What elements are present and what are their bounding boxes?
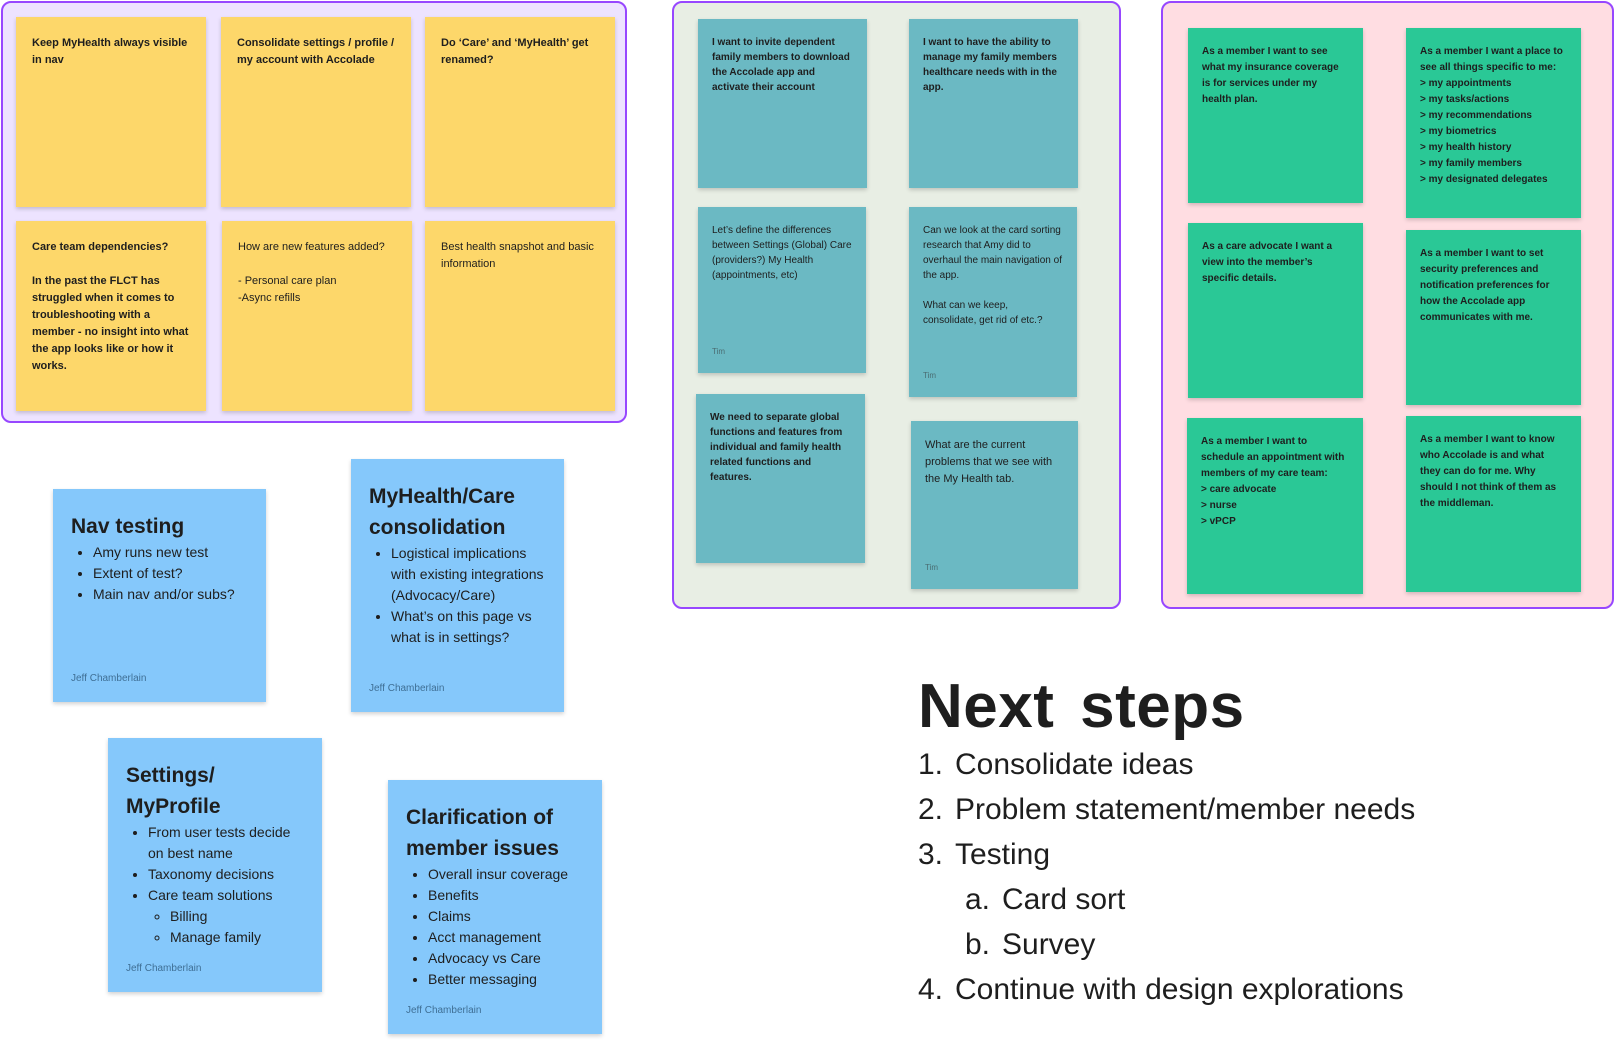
sticky-text: As a member I want to know who Accolade … (1420, 434, 1557, 509)
sticky-note[interactable]: As a member I want to set security prefe… (1406, 230, 1581, 405)
sticky-text: We need to separate global functions and… (710, 412, 843, 483)
next-step-item: 1. Consolidate ideas (918, 742, 1415, 787)
list-item: Better messaging (428, 969, 584, 990)
sticky-text: As a care advocate I want a view into th… (1202, 241, 1333, 284)
next-step-item: 2. Problem statement/member needs (918, 787, 1415, 832)
next-step-item: 3. Testing (918, 832, 1415, 877)
next-steps-title: Next steps (918, 672, 1245, 741)
list-item: Extent of test? (93, 563, 248, 584)
next-step-subitem: a. Card sort (918, 877, 1415, 922)
author-label: Jeff Chamberlain (369, 683, 445, 694)
sticky-note[interactable]: Consolidate settings / profile / my acco… (221, 17, 411, 207)
sticky-note-clarification[interactable]: Clarification of member issues Overall i… (388, 780, 602, 1034)
step-text: Testing (955, 838, 1051, 871)
list-item-label: Care team solutions (148, 887, 273, 903)
sticky-title: Clarification of member issues (406, 806, 559, 860)
sticky-text: Care team dependencies? In the past the … (32, 241, 189, 372)
section-teal[interactable]: I want to invite dependent family member… (672, 1, 1121, 609)
next-step-item: 4. Continue with design explorations (918, 967, 1415, 1012)
sticky-note[interactable]: Do ‘Care’ and ‘MyHealth’ get renamed? (425, 17, 615, 207)
sticky-note-nav-testing[interactable]: Nav testing Amy runs new test Extent of … (53, 489, 266, 702)
list-item: Logistical implications with existing in… (391, 543, 546, 606)
sticky-title: Settings/ MyProfile (126, 764, 221, 818)
step-text: Consolidate ideas (955, 748, 1194, 781)
step-text: Card sort (1002, 883, 1126, 916)
sticky-note[interactable]: As a member I want to know who Accolade … (1406, 416, 1581, 592)
author-label: Tim (923, 371, 937, 380)
list-item: Overall insur coverage (428, 864, 584, 885)
sticky-text: As a member I want to set security prefe… (1420, 248, 1550, 323)
list-item: What’s on this page vs what is in settin… (391, 606, 546, 648)
list-item: Claims (428, 906, 584, 927)
step-number: 4. (918, 973, 944, 1006)
author-label: Tim (712, 347, 726, 356)
section-yellow[interactable]: Keep MyHealth always visible in nav Cons… (1, 1, 627, 423)
step-number: a. (965, 883, 991, 916)
sticky-note[interactable]: What are the current problems that we se… (911, 421, 1078, 589)
list-item: Manage family (170, 927, 304, 948)
sticky-note[interactable]: As a care advocate I want a view into th… (1188, 223, 1363, 398)
author-label: Jeff Chamberlain (406, 1005, 482, 1016)
list-item: Taxonomy decisions (148, 864, 304, 885)
sticky-note[interactable]: As a member I want a place to see all th… (1406, 28, 1581, 218)
sticky-text: Do ‘Care’ and ‘MyHealth’ get renamed? (441, 37, 589, 66)
list-item: Main nav and/or subs? (93, 584, 248, 605)
sticky-text: I want to invite dependent family member… (712, 37, 850, 93)
sticky-note[interactable]: As a member I want to schedule an appoin… (1187, 418, 1363, 594)
list-item: Billing (170, 906, 304, 927)
sticky-text: Can we look at the card sorting research… (923, 225, 1062, 326)
list-item: Amy runs new test (93, 542, 248, 563)
sticky-note[interactable]: We need to separate global functions and… (696, 394, 865, 563)
author-label: Tim (925, 563, 939, 572)
sticky-note[interactable]: As a member I want to see what my insura… (1188, 28, 1363, 203)
sub-bullet-list: Billing Manage family (148, 906, 304, 948)
sticky-note-settings-myprofile[interactable]: Settings/ MyProfile From user tests deci… (108, 738, 322, 992)
bullet-list: Overall insur coverage Benefits Claims A… (406, 864, 584, 990)
sticky-note-myhealth-consolidation[interactable]: MyHealth/Care consolidation Logistical i… (351, 459, 564, 712)
sticky-title: Nav testing (71, 515, 185, 538)
sticky-text: What are the current problems that we se… (925, 439, 1053, 485)
list-item: Care team solutions Billing Manage famil… (148, 885, 304, 948)
sticky-note[interactable]: How are new features added? - Personal c… (222, 221, 412, 411)
sticky-text: Let’s define the differences between Set… (712, 225, 852, 281)
bullet-list: From user tests decide on best name Taxo… (126, 822, 304, 948)
sticky-text: How are new features added? - Personal c… (238, 241, 385, 304)
bullet-list: Amy runs new test Extent of test? Main n… (71, 542, 248, 605)
step-number: 1. (918, 748, 944, 781)
sticky-note[interactable]: Let’s define the differences between Set… (698, 207, 866, 373)
sticky-text: As a member I want to schedule an appoin… (1201, 436, 1345, 527)
list-item: Advocacy vs Care (428, 948, 584, 969)
author-label: Jeff Chamberlain (71, 673, 147, 684)
list-item: Benefits (428, 885, 584, 906)
sticky-note[interactable]: I want to invite dependent family member… (698, 19, 867, 188)
sticky-note[interactable]: Care team dependencies? In the past the … (16, 221, 206, 411)
step-text: Continue with design explorations (955, 973, 1404, 1006)
step-number: 2. (918, 793, 944, 826)
sticky-note[interactable]: Best health snapshot and basic informati… (425, 221, 615, 411)
next-steps-block[interactable]: Next steps 1. Consolidate ideas 2. Probl… (918, 672, 1415, 1012)
sticky-note[interactable]: I want to have the ability to manage my … (909, 19, 1078, 188)
next-step-subitem: b. Survey (918, 922, 1415, 967)
list-item: Acct management (428, 927, 584, 948)
sticky-text: Best health snapshot and basic informati… (441, 241, 594, 270)
sticky-text: As a member I want a place to see all th… (1420, 46, 1563, 185)
sticky-text: Consolidate settings / profile / my acco… (237, 37, 395, 66)
author-label: Jeff Chamberlain (126, 963, 202, 974)
sticky-note[interactable]: Can we look at the card sorting research… (909, 207, 1077, 397)
sticky-text: I want to have the ability to manage my … (923, 37, 1057, 93)
section-pink[interactable]: As a member I want to see what my insura… (1161, 1, 1614, 609)
step-number: 3. (918, 838, 944, 871)
sticky-text: As a member I want to see what my insura… (1202, 46, 1339, 105)
sticky-title: MyHealth/Care consolidation (369, 485, 515, 539)
step-text: Survey (1002, 928, 1096, 961)
step-text: Problem statement/member needs (955, 793, 1416, 826)
sticky-note[interactable]: Keep MyHealth always visible in nav (16, 17, 206, 207)
bullet-list: Logistical implications with existing in… (369, 543, 546, 648)
step-number: b. (965, 928, 991, 961)
sticky-text: Keep MyHealth always visible in nav (32, 37, 188, 66)
list-item: From user tests decide on best name (148, 822, 304, 864)
